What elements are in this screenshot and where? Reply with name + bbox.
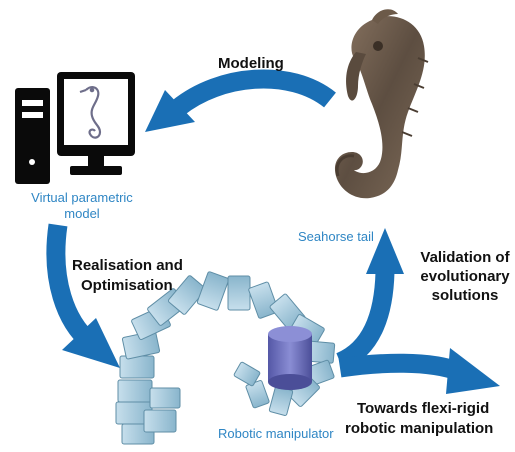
robotic-manipulator-image bbox=[115, 271, 336, 445]
seahorse-image bbox=[334, 9, 429, 199]
validation-arrow bbox=[335, 271, 395, 371]
robotic-manipulator-label: Robotic manipulator bbox=[218, 426, 334, 441]
seahorse-tail-label: Seahorse tail bbox=[298, 229, 374, 244]
towards-label-line1: Towards flexi-rigid bbox=[357, 400, 489, 417]
modeling-arrowhead bbox=[145, 90, 195, 132]
modeling-label: Modeling bbox=[218, 55, 284, 72]
screen-seahorse-icon bbox=[79, 86, 102, 139]
validation-label-line1: Validation of bbox=[420, 249, 510, 266]
realisation-label-line2: Optimisation bbox=[81, 277, 173, 294]
towards-arrow bbox=[338, 353, 464, 381]
virtual-model-label-line1: Virtual parametric bbox=[31, 190, 133, 205]
validation-label-line2: evolutionary bbox=[420, 268, 510, 285]
modeling-arrow bbox=[172, 69, 336, 116]
validation-arrowhead bbox=[366, 228, 404, 274]
towards-arrowhead bbox=[446, 348, 500, 394]
computer-icon bbox=[15, 72, 135, 184]
towards-label-line2: robotic manipulation bbox=[345, 420, 493, 437]
realisation-label-line1: Realisation and bbox=[72, 257, 183, 274]
virtual-model-label-line2: model bbox=[64, 206, 100, 221]
validation-label-line3: solutions bbox=[432, 287, 499, 304]
grasped-cylinder bbox=[268, 326, 312, 390]
realisation-arrowhead bbox=[62, 318, 120, 368]
